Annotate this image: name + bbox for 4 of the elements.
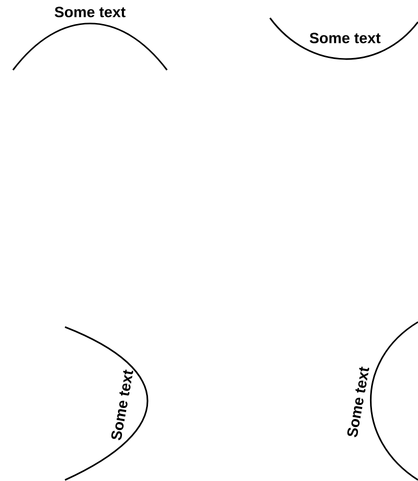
text-label: Some text xyxy=(111,370,134,440)
text-label: Some text xyxy=(347,366,370,438)
text-label: Some text xyxy=(310,32,380,44)
text-label: Some text xyxy=(54,6,126,18)
